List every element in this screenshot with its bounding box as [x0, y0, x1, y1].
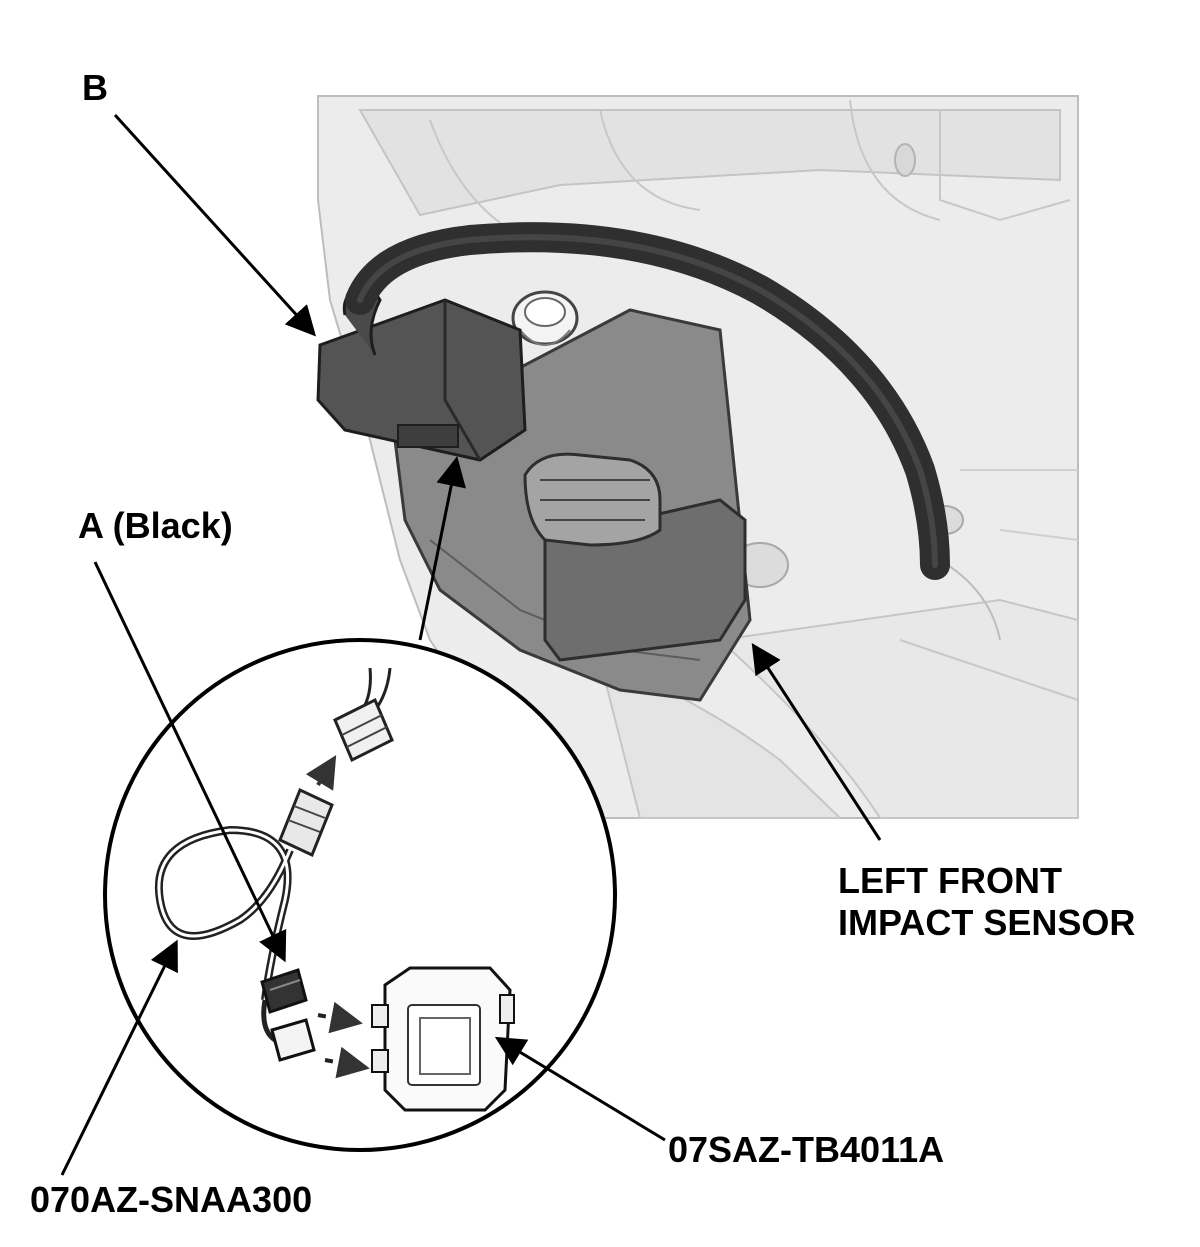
- inset-adapter-box: [371, 966, 515, 1112]
- label-sensor-line1: LEFT FRONT: [838, 860, 1062, 901]
- leader-b: [113, 113, 317, 337]
- inset-harness-plug: [278, 787, 334, 858]
- inset-connector-a: [260, 968, 308, 1014]
- label-harness-part: 070AZ-SNAA300: [30, 1179, 312, 1220]
- mounting-bolt: [511, 290, 579, 346]
- label-sensor-line2: IMPACT SENSOR: [838, 902, 1135, 943]
- label-connector-a: A (Black): [78, 505, 233, 546]
- label-adapter-part: 07SAZ-TB4011A: [668, 1129, 944, 1170]
- leader-lines: [60, 113, 882, 1176]
- label-connector-b: B: [82, 67, 108, 108]
- inset-detail-circle: [103, 638, 617, 1152]
- left-front-impact-sensor: [316, 222, 950, 702]
- leader-adapter: [494, 1036, 666, 1142]
- inset-sensor-plug: [333, 667, 394, 763]
- leader-sensor: [751, 642, 882, 841]
- connector-b: [316, 283, 527, 462]
- inset-connector-white: [270, 1018, 316, 1062]
- sensor-connector-housing: [523, 452, 747, 662]
- leader-inset-to-connector: [418, 456, 466, 641]
- leader-harness: [60, 939, 178, 1176]
- leader-a: [93, 561, 287, 963]
